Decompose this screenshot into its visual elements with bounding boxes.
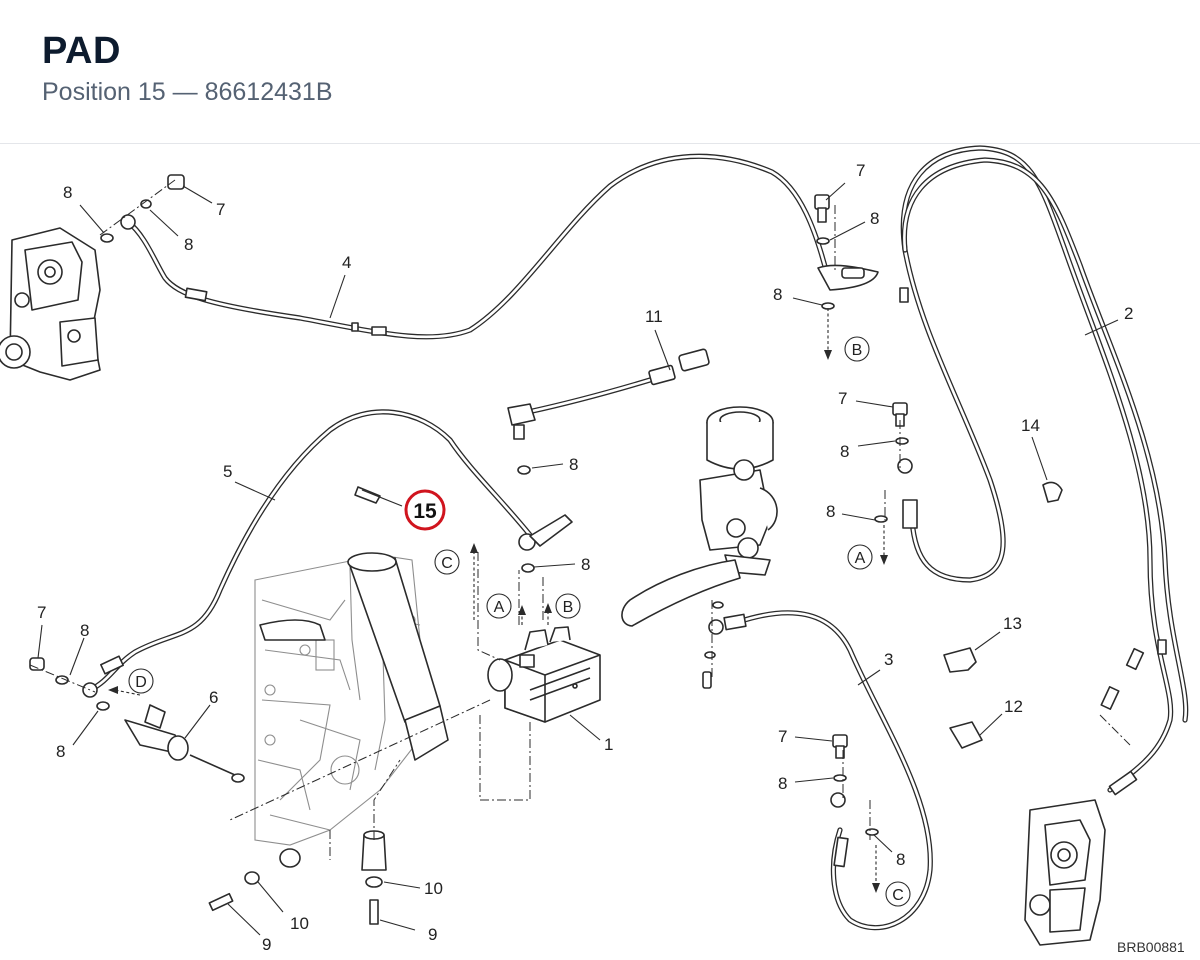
callout-3: 3 (884, 650, 893, 669)
callout-10-a: 10 (424, 879, 443, 898)
callout-8-i: 8 (80, 621, 89, 640)
abs-unit (487, 626, 601, 723)
highlight-ring[interactable] (404, 489, 446, 531)
callout-8-j: 8 (56, 742, 65, 761)
callout-10-b: 10 (290, 914, 309, 933)
callout-labels: 1 2 3 4 5 6 7 7 7 7 7 8 8 8 8 8 8 8 8 8 … (37, 161, 1133, 954)
brake-caliper-left (0, 227, 101, 381)
callout-8-e: 8 (569, 455, 578, 474)
callout-9-b: 9 (428, 925, 437, 944)
reference-code: BRB00881 (1117, 939, 1185, 955)
highlighted-position[interactable]: 15 (404, 489, 446, 531)
flow-arrows (108, 308, 888, 893)
callout-12: 12 (1004, 697, 1023, 716)
callout-7-c: 7 (838, 389, 847, 408)
marker-b-top: B (852, 342, 863, 359)
brake-caliper-right (1024, 799, 1106, 946)
page-title: PAD (42, 30, 121, 72)
callout-8-h: 8 (581, 555, 590, 574)
callout-8-c: 8 (870, 209, 879, 228)
pipe-fittings (100, 264, 1167, 868)
reference-markers: B A C A B D C (128, 336, 911, 907)
page-subtitle: Position 15 — 86612431B (42, 78, 333, 106)
frame-tube (259, 552, 449, 761)
callout-1: 1 (604, 735, 613, 754)
callout-7-d: 7 (37, 603, 46, 622)
callout-8-k: 8 (778, 774, 787, 793)
brake-pipe-2 (900, 145, 1189, 793)
marker-b-abs: B (563, 599, 574, 616)
marker-c-bottom: C (892, 887, 904, 904)
callout-7-e: 7 (778, 727, 787, 746)
callout-14: 14 (1021, 416, 1040, 435)
rear-master-cylinder (124, 704, 245, 783)
callout-8-d: 8 (773, 285, 782, 304)
assembly-centerlines (29, 179, 1131, 860)
marker-c-abs: C (441, 555, 453, 572)
page-header: PAD Position 15 — 86612431B (0, 0, 1200, 144)
brake-pipe-4 (125, 153, 831, 340)
brake-master-cylinder (699, 406, 778, 576)
callout-4: 4 (342, 253, 351, 272)
callout-9-a: 9 (262, 935, 271, 954)
callout-5: 5 (223, 462, 232, 481)
callout-7-a: 7 (216, 200, 225, 219)
callout-13: 13 (1003, 614, 1022, 633)
callout-8-f: 8 (840, 442, 849, 461)
callout-8-a: 8 (63, 183, 72, 202)
callout-2: 2 (1124, 304, 1133, 323)
callout-8-b: 8 (184, 235, 193, 254)
callout-11: 11 (645, 307, 663, 326)
marker-a-abs: A (494, 599, 505, 616)
marker-a-right: A (855, 550, 866, 567)
callout-8-l: 8 (896, 850, 905, 869)
brake-pipe-3 (735, 610, 933, 931)
marker-d: D (135, 674, 147, 691)
sensor-cable-11 (525, 377, 653, 415)
callout-7-b: 7 (856, 161, 865, 180)
bolts-and-washers (29, 174, 1145, 925)
brake-pipe-5 (87, 409, 533, 693)
brake-lever (621, 559, 741, 627)
callout-6: 6 (209, 688, 218, 707)
leader-lines (37, 182, 1119, 936)
callout-8-g: 8 (826, 502, 835, 521)
highlight-label[interactable]: 15 (413, 500, 437, 523)
